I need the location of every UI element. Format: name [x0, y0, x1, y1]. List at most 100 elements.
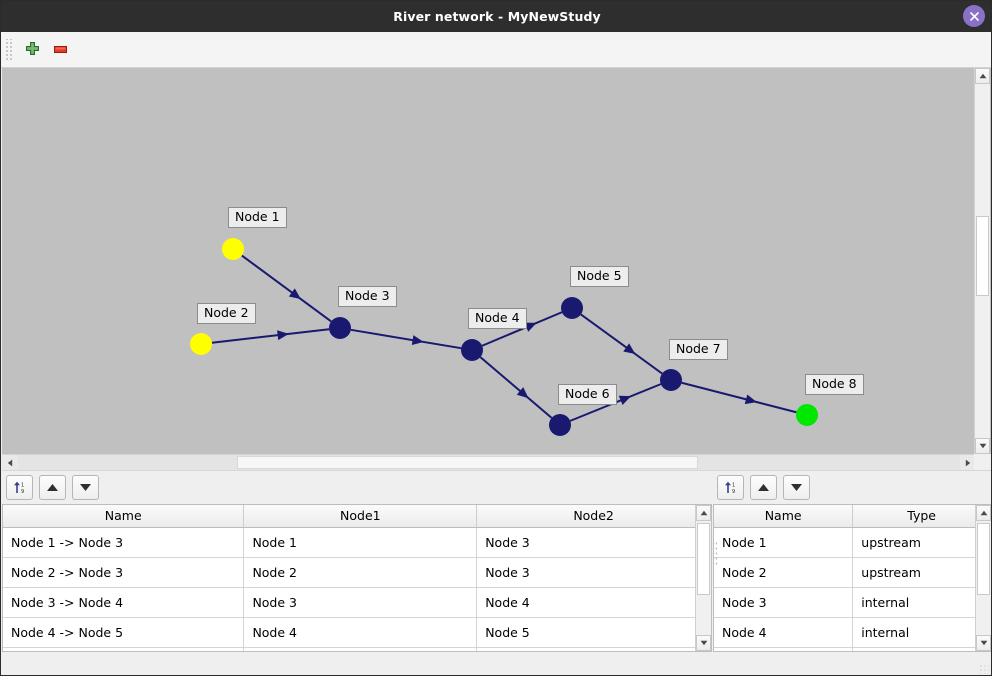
node-cell[interactable]: upstream — [852, 557, 991, 588]
node-row[interactable] — [714, 647, 991, 651]
reach-edge[interactable] — [681, 381, 797, 414]
edge-arrow-icon — [623, 343, 636, 355]
reaches-move-down-button[interactable] — [72, 475, 99, 500]
graph-node-label-n7[interactable]: Node 7 — [669, 339, 728, 360]
arrow-down-icon — [80, 484, 91, 491]
reach-cell[interactable] — [476, 647, 711, 651]
reach-edge[interactable] — [350, 328, 462, 350]
nodes-move-down-button[interactable] — [783, 475, 810, 500]
canvas-scroll-right-button[interactable] — [960, 455, 976, 470]
graph-node-label-n1[interactable]: Node 1 — [228, 207, 287, 228]
graph-node-label-n5[interactable]: Node 5 — [570, 266, 629, 287]
node-cell[interactable]: Node 3 — [714, 587, 854, 618]
reach-edge[interactable] — [580, 313, 663, 375]
reaches-scroll-up-button[interactable] — [696, 505, 711, 521]
canvas-scroll-left-button[interactable] — [2, 455, 18, 470]
nodes-move-up-button[interactable] — [750, 475, 777, 500]
reach-column-header-2[interactable]: Node2 — [476, 505, 711, 528]
toolbar-drag-handle[interactable] — [4, 38, 14, 61]
node-cell[interactable] — [852, 647, 991, 651]
reaches-scroll-down-button[interactable] — [696, 635, 711, 651]
reaches-vertical-scrollbar[interactable] — [695, 505, 711, 651]
graph-node-n8[interactable] — [796, 404, 818, 426]
reach-cell[interactable]: Node 3 -> Node 4 — [3, 587, 245, 618]
canvas-scroll-up-button[interactable] — [975, 68, 990, 84]
canvas-vertical-scroll-thumb[interactable] — [976, 216, 989, 296]
network-canvas[interactable]: Node 1 Node 2 Node 3 Node 4 Node 5 Node 6 Node… — [2, 68, 991, 454]
node-cell[interactable]: Node 2 — [714, 557, 854, 588]
chevron-down-icon — [700, 640, 707, 646]
reach-cell[interactable] — [243, 647, 478, 651]
reach-edge[interactable] — [479, 356, 553, 419]
reach-cell[interactable]: Node 2 -> Node 3 — [3, 557, 245, 588]
reach-cell[interactable]: Node 3 — [243, 587, 478, 618]
reach-cell[interactable]: Node 1 -> Node 3 — [3, 527, 245, 558]
graph-node-label-n6[interactable]: Node 6 — [558, 384, 617, 405]
node-cell[interactable]: Node 4 — [714, 617, 854, 648]
reach-cell[interactable]: Node 5 — [476, 617, 711, 648]
reach-row[interactable] — [3, 647, 711, 651]
reach-cell[interactable]: Node 1 — [243, 527, 478, 558]
graph-node-n1[interactable] — [222, 238, 244, 260]
add-node-button[interactable] — [18, 36, 46, 64]
reach-column-header-0[interactable]: Name — [3, 505, 245, 528]
nodes-scroll-up-button[interactable] — [976, 505, 991, 521]
reach-cell[interactable]: Node 4 — [243, 617, 478, 648]
graph-node-label-n2[interactable]: Node 2 — [197, 303, 256, 324]
reach-edge[interactable] — [211, 328, 330, 344]
reach-column-header-1[interactable]: Node1 — [243, 505, 478, 528]
reach-cell[interactable] — [3, 647, 245, 651]
resize-grip-icon — [979, 664, 989, 674]
node-cell[interactable]: internal — [852, 617, 991, 648]
node-column-header-0[interactable]: Name — [714, 505, 854, 528]
reach-cell[interactable]: Node 3 — [476, 557, 711, 588]
node-cell[interactable]: internal — [852, 587, 991, 618]
nodes-sort-button[interactable]: 1 9 — [717, 475, 744, 500]
pane-divider-grip[interactable] — [712, 541, 718, 567]
reach-cell[interactable]: Node 3 — [476, 527, 711, 558]
node-cell[interactable] — [714, 647, 854, 651]
reaches-sort-button[interactable]: 1 9 — [6, 475, 33, 500]
graph-node-n7[interactable] — [660, 369, 682, 391]
reaches-move-up-button[interactable] — [39, 475, 66, 500]
graph-node-label-n4[interactable]: Node 4 — [468, 308, 527, 329]
reach-cell[interactable]: Node 4 -> Node 5 — [3, 617, 245, 648]
remove-node-button[interactable] — [46, 36, 74, 64]
graph-node-label-n3[interactable]: Node 3 — [338, 286, 397, 307]
canvas-scroll-down-button[interactable] — [975, 438, 990, 454]
reach-cell[interactable]: Node 4 — [476, 587, 711, 618]
node-column-header-1[interactable]: Type — [852, 505, 991, 528]
close-button[interactable] — [963, 5, 985, 27]
reach-edge[interactable] — [241, 254, 332, 323]
graph-node-n5[interactable] — [561, 297, 583, 319]
node-cell[interactable]: Node 1 — [714, 527, 854, 558]
reach-cell[interactable]: Node 2 — [243, 557, 478, 588]
node-cell[interactable]: upstream — [852, 527, 991, 558]
reach-edge[interactable] — [481, 311, 563, 347]
graph-node-n4[interactable] — [461, 339, 483, 361]
graph-node-label-n8[interactable]: Node 8 — [805, 374, 864, 395]
canvas-horizontal-scrollbar[interactable] — [2, 454, 976, 470]
edge-arrow-icon — [618, 395, 632, 406]
canvas-horizontal-scroll-thumb[interactable] — [237, 456, 698, 469]
nodes-scroll-thumb[interactable] — [977, 523, 990, 595]
nodes-vertical-scrollbar[interactable] — [975, 505, 991, 651]
nodes-scroll-down-button[interactable] — [976, 635, 991, 651]
svg-text:9: 9 — [732, 489, 735, 495]
graph-node-n3[interactable] — [329, 317, 351, 339]
reaches-toolbar: 1 9 — [2, 474, 99, 501]
graph-node-n2[interactable] — [190, 333, 212, 355]
canvas-vertical-scrollbar[interactable] — [974, 68, 990, 454]
graph-node-n6[interactable] — [549, 414, 571, 436]
reaches-scroll-thumb[interactable] — [697, 523, 710, 595]
